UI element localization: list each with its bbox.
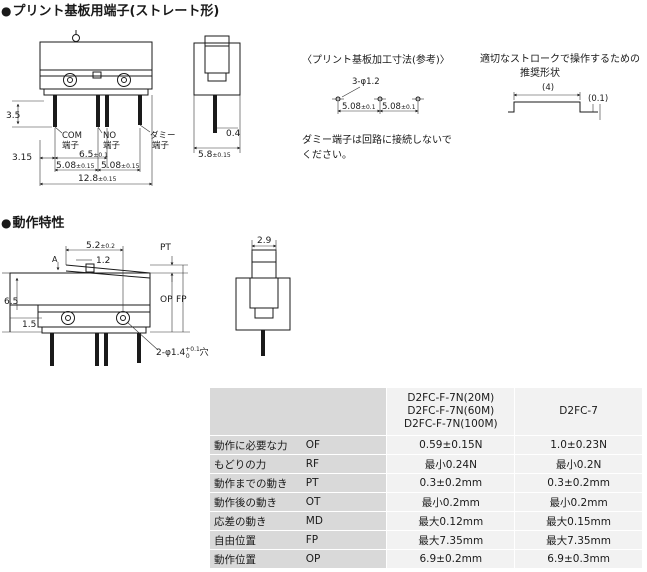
dim-12-8: 12.8±0.15 (78, 174, 117, 184)
stroke-shape-title-2: 推奨形状 (520, 66, 560, 79)
dim-6-5: 6.5±0.1 (79, 150, 108, 160)
dummy-terminal-label: ダミー (150, 130, 176, 141)
label-fp: FP (176, 295, 187, 305)
dim-5-08-left: 5.08±0.15 (56, 161, 95, 171)
dim-0-4: 0.4 (226, 129, 241, 139)
model-header-2: D2FC-7 (514, 388, 642, 436)
operating-characteristics-table: D2FC-F-7N(20M) D2FC-F-7N(60M) D2FC-F-7N(… (210, 388, 642, 569)
label-a: A (52, 255, 58, 264)
com-terminal-sub: 端子 (62, 140, 80, 151)
dummy-terminal-sub: 端子 (152, 140, 170, 151)
dim-3-15: 3.15 (12, 153, 32, 163)
table-row: 自由位置 FP 最大7.35mm 最大7.35mm (210, 530, 642, 550)
pcb-layout-title: 〈プリント基板加工寸法(参考)〉 (302, 53, 450, 66)
stroke-dim-4: (4) (542, 83, 554, 93)
switch-front-view: 3.5 3.15 6.5±0.1 5.08±0.15 5.08±0.15 12.… (6, 30, 176, 186)
dim-5-08-right: 5.08±0.15 (101, 161, 140, 171)
section-heading-operating-characteristics: ●動作特性 (1, 216, 65, 231)
dim-5-2: 5.2±0.2 (86, 241, 115, 251)
table-row: もどりの力 RF 最小0.24N 最小0.2N (210, 454, 642, 474)
dim-3-5: 3.5 (6, 111, 20, 121)
dim-1-2: 1.2 (96, 256, 110, 266)
operating-front-view: 5.2±0.2 1.2 A PT OP FP 6.5 1.5 2-φ1.4+0.… (2, 241, 209, 366)
table-header-row: D2FC-F-7N(20M) D2FC-F-7N(60M) D2FC-F-7N(… (210, 388, 642, 436)
table-row: 動作位置 OP 6.9±0.2mm 6.9±0.3mm (210, 549, 642, 569)
dim-2-9: 2.9 (257, 236, 272, 246)
pcb-holes-label: 3-φ1.2 (352, 77, 380, 87)
no-terminal-sub: 端子 (103, 140, 121, 151)
pcb-dim-left: 5.08±0.1 (342, 102, 376, 112)
pcb-layout-diagram: 〈プリント基板加工寸法(参考)〉 3-φ1.2 5.08±0.1 5.08±0.… (302, 53, 450, 114)
table-row: 動作後の動き OT 最小0.2mm 最小0.2mm (210, 492, 642, 512)
operating-side-view: 2.9 (235, 236, 291, 356)
stroke-shape-title-1: 適切なストロークで操作するための (480, 52, 640, 65)
bullet-icon: ● (1, 4, 12, 18)
dim-1-5: 1.5 (22, 320, 36, 330)
label-op: OP (160, 295, 173, 305)
dim-5-8: 5.8±0.15 (198, 150, 231, 160)
no-terminal-label: NO (103, 131, 116, 141)
model-header-1: D2FC-F-7N(20M) D2FC-F-7N(60M) D2FC-F-7N(… (386, 388, 515, 436)
recommended-stroke-shape: 適切なストロークで操作するための 推奨形状 (4) (0.1) (480, 52, 640, 120)
bullet-icon: ● (1, 216, 12, 230)
table-row: 応差の動き MD 最大0.12mm 最大0.15mm (210, 511, 642, 531)
dummy-terminal-note: ダミー端子は回路に接続しないで ください。 (302, 135, 452, 161)
table-row: 動作に必要な力 OF 0.59±0.15N 1.0±0.23N (210, 435, 642, 455)
switch-side-view: 0.4 5.8±0.15 (193, 35, 241, 160)
label-pt: PT (160, 243, 171, 253)
section-heading-pcb-terminal: ●プリント基板用端子(ストレート形) (1, 4, 220, 19)
com-terminal-label: COM (62, 131, 82, 141)
pcb-dim-right: 5.08±0.1 (382, 102, 416, 112)
stroke-dim-0-1: (0.1) (588, 94, 608, 104)
table-row: 動作までの動き PT 0.3±0.2mm 0.3±0.2mm (210, 473, 642, 493)
dim-6-5-op: 6.5 (4, 297, 18, 307)
